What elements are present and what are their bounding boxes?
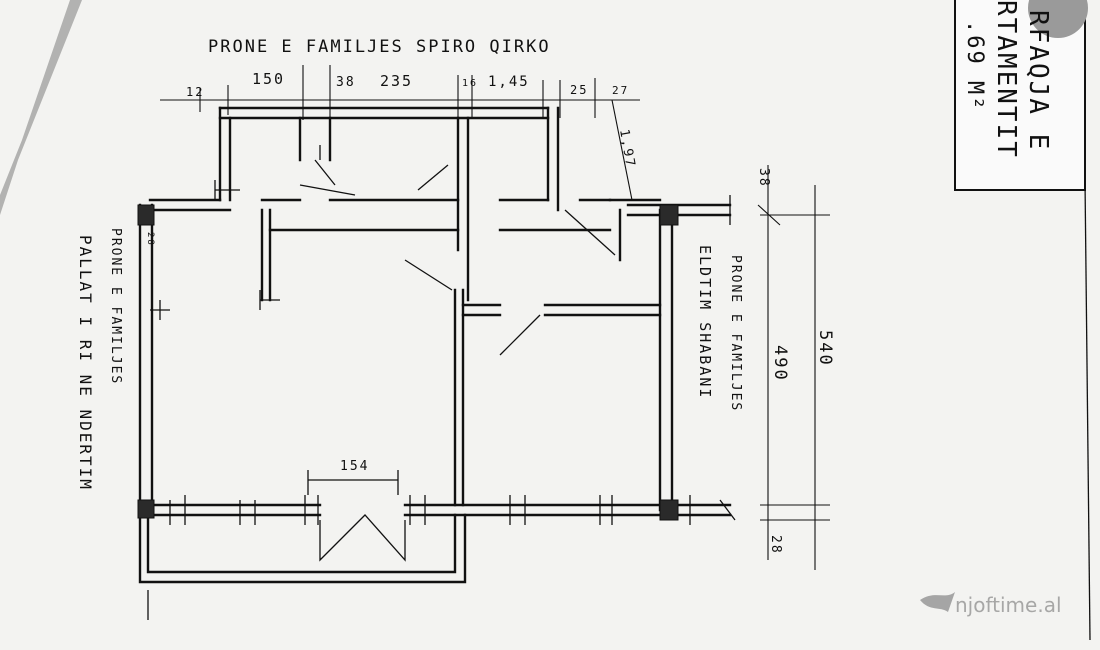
- left-neighbor-label-1: PRONE E FAMILJES: [108, 228, 123, 385]
- dim-top-145: 1,45: [488, 74, 530, 90]
- dim-top-38: 38: [336, 75, 356, 90]
- right-neighbor-label-1: PRONE E FAMILJES: [728, 255, 743, 412]
- dim-right-38: 38: [756, 168, 771, 188]
- watermark: njoftime.al: [920, 592, 1062, 617]
- watermark-text: njoftime.al: [955, 593, 1062, 617]
- dim-right-540: 540: [815, 330, 835, 367]
- column-bottom-left: [137, 499, 155, 519]
- wall-ticks: [150, 180, 736, 525]
- title-line-2: RTAMENTIT: [991, 0, 1021, 159]
- dim-top-25: 25: [570, 83, 588, 97]
- left-neighbor-label-2: PALLAT I RI NE NDERTIM: [76, 235, 95, 491]
- title-box: RFAQJA E RTAMENTIT .69 M²: [954, 0, 1091, 641]
- title-line-1: RFAQJA E: [1023, 10, 1053, 151]
- dim-vertical-197: 1,97: [616, 128, 638, 169]
- dim-right-28: 28: [768, 535, 783, 555]
- dim-vertical-197-line: [611, 99, 633, 201]
- dim-top-16: 16: [462, 78, 478, 89]
- top-neighbor-label: PRONE E FAMILJES SPIRO QIRKO: [208, 37, 551, 57]
- dim-door-154: 154: [340, 459, 369, 474]
- left-small-dim-28: 28: [145, 232, 155, 247]
- column-top-left: [137, 204, 155, 226]
- top-dimension-chain: 12 150 38 235 16 1,45 25 27: [160, 65, 640, 120]
- column-bottom-right: [659, 499, 679, 521]
- dim-top-12: 12: [186, 85, 204, 99]
- page-corner-mark: [1028, 0, 1088, 38]
- page-right-border: [1084, 179, 1091, 641]
- apartment-walls: [138, 106, 732, 584]
- dim-top-235: 235: [380, 72, 413, 90]
- dim-right-490: 490: [770, 345, 790, 382]
- right-neighbor-label-2: ELDTIM SHABANI: [696, 245, 714, 399]
- dim-top-27: 27: [612, 84, 629, 97]
- column-top-right: [659, 204, 679, 226]
- right-dimension-chain: 38 540 490 28: [756, 165, 835, 570]
- title-line-3: .69 M²: [962, 20, 987, 111]
- scan-edge-shadow: [0, 0, 82, 215]
- watermark-bird-icon: [920, 592, 955, 612]
- door-swings: [299, 145, 616, 562]
- dim-top-150: 150: [252, 70, 285, 88]
